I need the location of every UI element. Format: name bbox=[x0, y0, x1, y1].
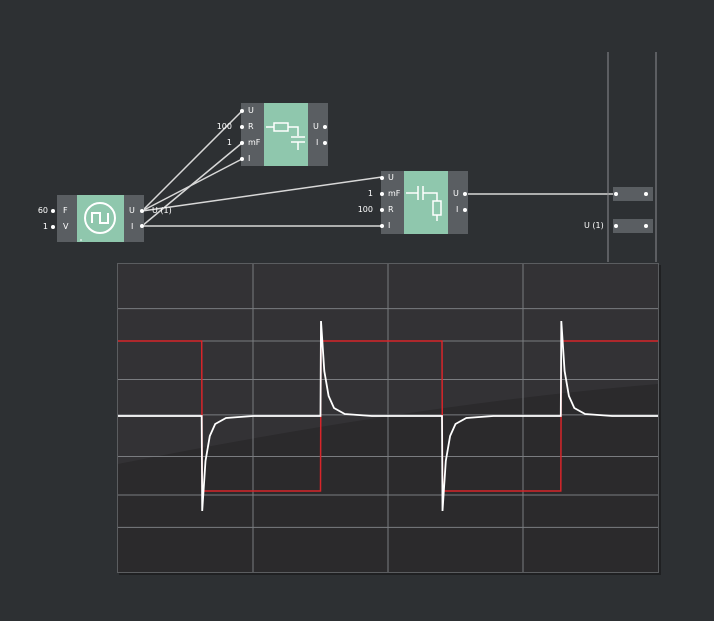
lowpass-mf-port: mF bbox=[248, 138, 261, 147]
square-wave-icon bbox=[80, 202, 116, 241]
scope-probe-top[interactable] bbox=[613, 187, 653, 201]
generator-u-tag: U (1) bbox=[152, 206, 172, 215]
lowpass-r-dot[interactable] bbox=[240, 125, 244, 129]
scope-probe-bottom[interactable] bbox=[613, 219, 653, 233]
highpass-mf-port: mF bbox=[388, 189, 401, 198]
highpass-i-port: I bbox=[388, 221, 391, 230]
highpass-r-dot[interactable] bbox=[380, 208, 384, 212]
rc-highpass-module[interactable] bbox=[381, 171, 468, 234]
highpass-u-dot[interactable] bbox=[380, 176, 384, 180]
generator-f-value[interactable]: 60 bbox=[37, 206, 48, 215]
highpass-i-out-dot[interactable] bbox=[463, 208, 467, 212]
generator-panel[interactable] bbox=[77, 195, 124, 242]
highpass-r-port: R bbox=[388, 205, 394, 214]
generator-i-dot[interactable] bbox=[140, 224, 144, 228]
highpass-mf-value[interactable]: 1 bbox=[367, 189, 373, 198]
generator-u-port: U bbox=[129, 206, 135, 215]
lowpass-u-out-port: U bbox=[313, 122, 319, 131]
scope-probe-bottom-label: U (1) bbox=[584, 221, 604, 230]
generator-i-port: I bbox=[131, 222, 134, 231]
lowpass-u-dot[interactable] bbox=[240, 109, 244, 113]
generator-output-bar bbox=[124, 195, 144, 242]
lowpass-r-value[interactable]: 100 bbox=[216, 122, 232, 131]
highpass-mf-dot[interactable] bbox=[380, 192, 384, 196]
oscilloscope-chart bbox=[118, 264, 658, 572]
lowpass-input-bar bbox=[241, 103, 264, 166]
lowpass-mf-dot[interactable] bbox=[240, 141, 244, 145]
trace-differentiated bbox=[118, 320, 658, 512]
generator-v-value[interactable]: 1 bbox=[42, 222, 48, 231]
resistor-capacitor-icon bbox=[266, 122, 305, 150]
generator-v-port: V bbox=[63, 222, 69, 231]
oscilloscope-display[interactable] bbox=[117, 263, 659, 573]
lowpass-i-port: I bbox=[248, 154, 251, 163]
lowpass-panel[interactable] bbox=[264, 103, 308, 166]
scope-probe-bottom-dot-in[interactable] bbox=[614, 224, 618, 228]
highpass-u-out-dot[interactable] bbox=[463, 192, 467, 196]
highpass-i-out-port: I bbox=[456, 205, 459, 214]
generator-input-bar bbox=[57, 195, 77, 242]
highpass-u-port: U bbox=[388, 173, 394, 182]
scope-probe-bottom-dot-out[interactable] bbox=[644, 224, 648, 228]
wire-gen-i-to-lowpass-r[interactable] bbox=[141, 142, 243, 227]
highpass-input-bar bbox=[381, 171, 404, 234]
highpass-i-dot[interactable] bbox=[380, 224, 384, 228]
highpass-panel[interactable] bbox=[404, 171, 448, 234]
scope-probe-top-dot-in[interactable] bbox=[614, 192, 618, 196]
lowpass-mf-value[interactable]: 1 bbox=[226, 138, 232, 147]
wire-gen-u-to-lowpass-u[interactable] bbox=[141, 110, 243, 212]
lowpass-i-dot[interactable] bbox=[240, 157, 244, 161]
generator-v-dot[interactable] bbox=[51, 225, 55, 229]
lowpass-output-bar bbox=[308, 103, 328, 166]
lowpass-i-out-dot[interactable] bbox=[323, 141, 327, 145]
capacitor-resistor-icon bbox=[406, 186, 442, 221]
highpass-output-bar bbox=[448, 171, 468, 234]
highpass-r-value[interactable]: 100 bbox=[357, 205, 373, 214]
generator-u-dot[interactable] bbox=[140, 209, 144, 213]
lowpass-i-out-port: I bbox=[316, 138, 319, 147]
highpass-u-out-port: U bbox=[453, 189, 459, 198]
lowpass-r-port: R bbox=[248, 122, 254, 131]
generator-f-port: F bbox=[63, 206, 68, 215]
lowpass-u-out-dot[interactable] bbox=[323, 125, 327, 129]
wire-gen-u-to-highpass-u[interactable] bbox=[141, 176, 383, 212]
generator-f-dot[interactable] bbox=[51, 209, 55, 213]
scope-probe-top-dot-out[interactable] bbox=[644, 192, 648, 196]
scope-traces bbox=[118, 320, 658, 512]
lowpass-u-port: U bbox=[248, 106, 254, 115]
square-wave-generator[interactable] bbox=[57, 195, 144, 242]
rc-lowpass-module[interactable] bbox=[241, 103, 328, 166]
